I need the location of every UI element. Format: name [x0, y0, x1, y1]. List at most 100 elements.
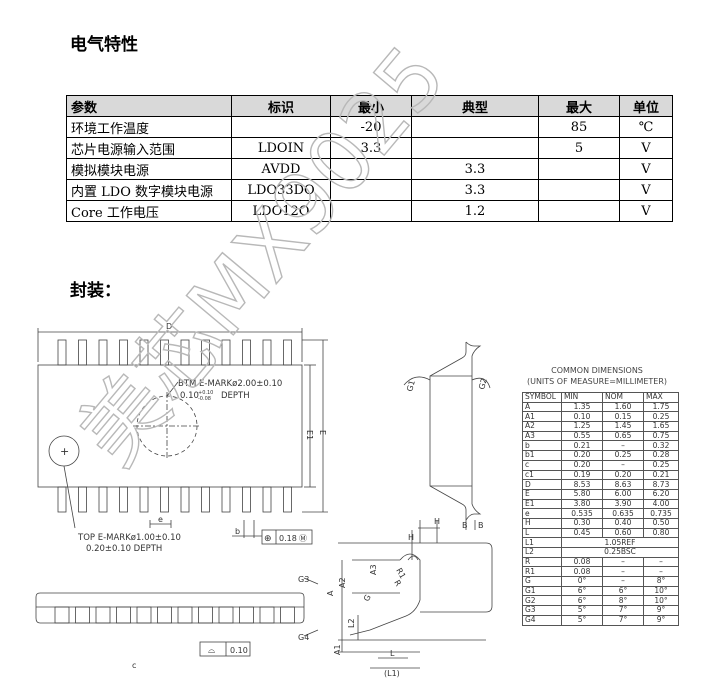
dim-value: – [643, 566, 679, 578]
top-view [37, 328, 328, 545]
dim-value: 6° [602, 585, 644, 597]
electrical-title: 电气特性 [70, 35, 138, 55]
dimensions-title: COMMON DIMENSIONS [551, 366, 643, 375]
dim-value: 0.55 [561, 430, 603, 442]
dim-value: 9° [643, 605, 679, 616]
dim-value: 7° [602, 605, 644, 616]
dim-value: 0.25BSC [561, 547, 679, 558]
tolerance-symbol: ⊕ [264, 534, 272, 544]
pin [57, 339, 67, 366]
pin [78, 339, 87, 366]
dim-symbol: G3 [522, 605, 562, 616]
dim-symbol: c [522, 459, 562, 471]
dim-value: 8° [643, 576, 679, 587]
dim-value: 10° [643, 585, 679, 597]
dim-value: 0.10 [561, 411, 603, 423]
label-b: b [235, 527, 240, 536]
pin [242, 339, 251, 366]
dim-value: 0.20 [561, 459, 603, 471]
dim-symbol: A3 [522, 430, 562, 442]
dim-value: 0.40 [602, 517, 644, 529]
electrical-header-row: 参数 标识 最小 典型 最大 单位 [66, 95, 673, 117]
header-min: 最小 [330, 95, 412, 117]
cell-max: 85 [538, 116, 620, 138]
label-d: D [166, 322, 172, 331]
table-row: 模拟模块电源 AVDD 3.3 V [66, 158, 673, 180]
pins-bottom [57, 486, 292, 513]
pin [95, 606, 111, 624]
label-e: E [318, 430, 327, 435]
dim-value: 3.90 [602, 498, 644, 510]
pins-top [57, 339, 292, 366]
dim-value: 0.21 [561, 440, 603, 452]
label-r: R [392, 579, 403, 589]
dim-value: 0.15 [602, 411, 644, 423]
plus-mark: + [60, 445, 69, 458]
dim-symbol: L [522, 527, 562, 539]
pin [116, 606, 131, 624]
flatness-box [199, 641, 251, 657]
dim-header-min: MIN [561, 392, 603, 403]
pin [259, 606, 275, 624]
dim-symbol: L2 [522, 547, 562, 558]
dim-header-symbol: SYMBOL [522, 392, 562, 403]
label-g2: G2 [477, 377, 489, 390]
dim-value: – [602, 440, 644, 452]
table-row: 环境工作温度 -20 85 ℃ [66, 116, 673, 138]
pins-side [54, 606, 295, 624]
pin [119, 339, 128, 366]
electrical-table: 参数 标识 最小 典型 最大 单位 环境工作温度 -20 85 ℃ 芯片电源输入… [66, 95, 673, 222]
dim-value: 5° [561, 605, 603, 616]
dim-header-max: MAX [643, 392, 679, 403]
dim-value: 9° [643, 614, 679, 626]
dim-value: 0.25 [602, 450, 644, 461]
label-h: H [434, 517, 440, 526]
table-row: 内置 LDO 数字模块电源 LDO33DO 3.3 V [66, 179, 673, 201]
pin [283, 339, 292, 366]
dim-symbol: e [522, 508, 562, 519]
dimensions-header-row: SYMBOL MIN NOM MAX [522, 392, 679, 403]
pin [177, 606, 193, 624]
dim-value: 8.73 [643, 479, 679, 490]
header-unit: 单位 [619, 95, 673, 117]
flatness-symbol: ⌓ [208, 646, 215, 656]
dim-value: – [643, 556, 679, 568]
dim-value: 0.735 [643, 508, 679, 519]
pin [239, 606, 254, 624]
btm-depth-tol-lower: -0.08 [198, 396, 211, 402]
cell-param: Core 工作电压 [66, 200, 232, 222]
dim-value: 6.20 [643, 488, 679, 500]
end-view [403, 341, 491, 530]
label-c: c [132, 661, 136, 670]
top-mark-label: TOP E-MARKø1.00±0.10 [77, 533, 181, 543]
package-title: 封装： [70, 281, 121, 301]
dim-value: 0.28 [643, 450, 679, 461]
dim-value: 8.63 [602, 479, 644, 490]
detail-body-outline [338, 542, 493, 613]
table-row: Core 工作电压 LDO12O 1.2 V [66, 200, 673, 222]
cell-typ: 1.2 [411, 200, 539, 222]
dim-value: 1.60 [602, 401, 644, 413]
dim-symbol: A2 [522, 421, 562, 432]
dim-value: 5.80 [561, 488, 603, 500]
dim-symbol: A1 [522, 411, 562, 423]
lead-bend [349, 553, 421, 636]
label-a2: A2 [338, 577, 347, 588]
btm-mark-label: BTM E-MARKø2.00±0.10 [178, 379, 282, 389]
pin [201, 339, 210, 366]
dim-value: 0.08 [561, 566, 603, 578]
